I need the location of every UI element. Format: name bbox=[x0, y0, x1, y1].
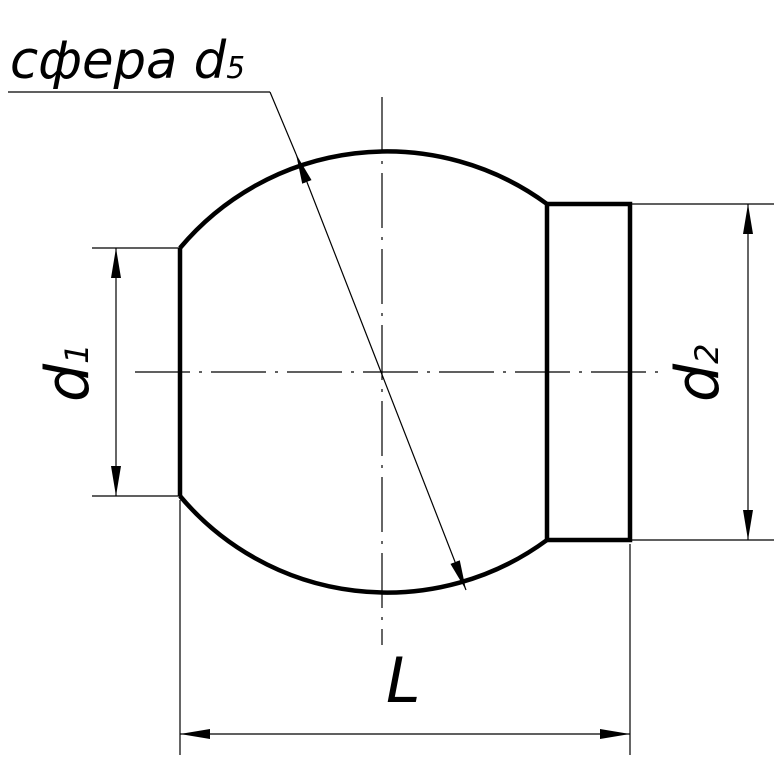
L-label: L bbox=[386, 644, 421, 717]
sphere-lower-arc bbox=[178, 494, 549, 595]
dimension-lines bbox=[111, 91, 753, 739]
d2-subscript: 2 bbox=[688, 344, 726, 364]
part-outline bbox=[177, 149, 633, 595]
center-lines bbox=[135, 97, 660, 645]
sphere-upper-arc bbox=[178, 149, 549, 250]
d2-label: d2 bbox=[663, 344, 733, 402]
sphere-label-text: сфера d bbox=[10, 31, 227, 91]
cylinder-neck bbox=[544, 201, 633, 543]
sphere-label: сфера d5 bbox=[10, 31, 245, 91]
sphere-diameter-line bbox=[295, 153, 467, 591]
d1-subscript: 1 bbox=[58, 344, 96, 364]
d1-letter: d bbox=[33, 363, 103, 402]
sphere-diameter-leader bbox=[269, 91, 297, 155]
d2-letter: d bbox=[663, 363, 733, 402]
d1-label: d1 bbox=[33, 344, 103, 402]
sphere-label-subscript: 5 bbox=[226, 51, 245, 86]
